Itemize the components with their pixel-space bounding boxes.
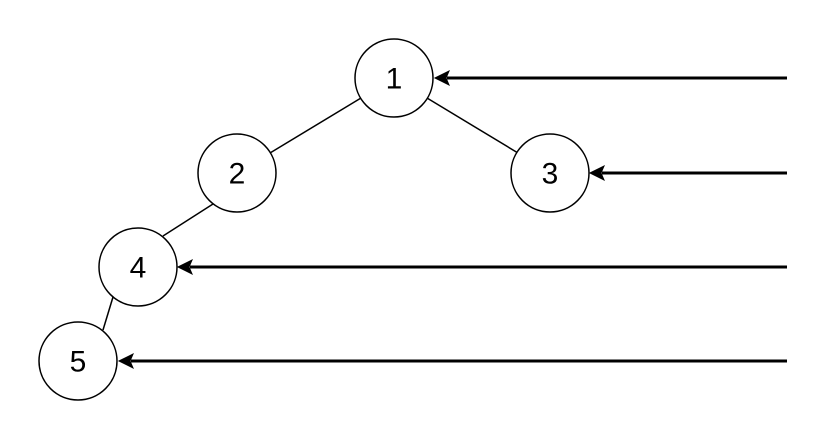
tree-edge-1-3 <box>426 97 519 154</box>
node-circle-1[interactable] <box>354 38 434 118</box>
node-label-5: 5 <box>70 346 87 379</box>
pointer-to-node-3 <box>588 164 787 182</box>
pointer-to-node-5 <box>117 352 787 370</box>
pointer-arrows-group <box>117 69 787 370</box>
tree-nodes-group: 1 2 3 4 5 <box>38 38 590 401</box>
pointer-to-node-1 <box>433 69 787 87</box>
node-label-2: 2 <box>229 158 246 191</box>
tree-node-3[interactable]: 3 <box>510 133 590 213</box>
pointer-to-node-5-head <box>117 352 134 370</box>
pointer-to-node-1-head <box>433 69 450 87</box>
tree-edge-4-5 <box>102 296 114 331</box>
node-label-4: 4 <box>130 252 147 285</box>
tree-edges-group <box>102 97 519 331</box>
tree-node-5[interactable]: 5 <box>38 321 118 401</box>
pointer-to-node-3-head <box>588 164 605 182</box>
node-circle-5[interactable] <box>38 321 118 401</box>
node-label-1: 1 <box>386 63 403 96</box>
tree-node-2[interactable]: 2 <box>197 133 277 213</box>
pointer-to-node-4 <box>176 258 787 276</box>
tree-node-4[interactable]: 4 <box>98 227 178 307</box>
node-circle-4[interactable] <box>98 227 178 307</box>
tree-edge-2-4 <box>162 203 214 237</box>
node-circle-2[interactable] <box>197 133 277 213</box>
pointer-to-node-4-head <box>176 258 193 276</box>
tree-node-1[interactable]: 1 <box>354 38 434 118</box>
node-label-3: 3 <box>542 158 559 191</box>
node-circle-3[interactable] <box>510 133 590 213</box>
tree-edge-1-2 <box>269 97 362 154</box>
